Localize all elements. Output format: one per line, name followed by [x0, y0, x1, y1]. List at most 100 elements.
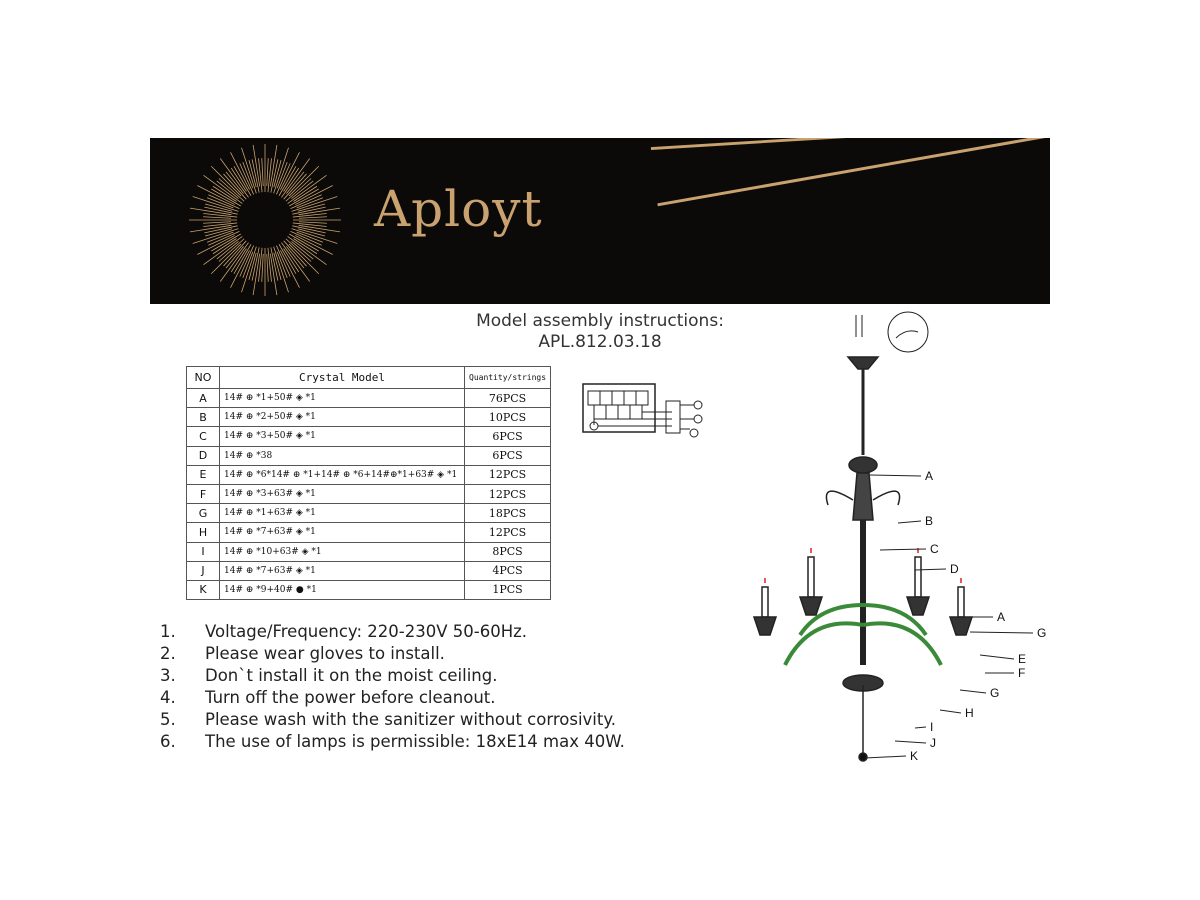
- row-model: 14# ⊕ *6*14# ⊕ *1+14# ⊕ *6+14#⊕*1+63# ◈ …: [219, 464, 465, 485]
- sun-ray: [206, 231, 234, 243]
- sun-ray: [230, 250, 250, 288]
- crystal-table: NO Crystal Model Quantity/strings A 14# ⊕…: [186, 366, 552, 601]
- row-model: 14# ⊕ *10+63# ◈ *1: [219, 541, 465, 562]
- sun-ray: [225, 171, 244, 194]
- sun-ray: [216, 241, 239, 260]
- row-qty: 8PCS: [463, 541, 552, 562]
- row-no: A: [186, 387, 220, 409]
- sun-ray: [241, 147, 257, 194]
- sun-ray: [208, 194, 240, 209]
- row-qty: 6PCS: [463, 445, 552, 466]
- sun-ray: [266, 158, 269, 187]
- leader-line: [969, 631, 1034, 634]
- part-label: G: [990, 686, 999, 700]
- sun-ray: [276, 161, 288, 189]
- model-number: APL.812.03.18: [538, 332, 662, 352]
- item-number: 3.: [160, 666, 176, 685]
- sun-ray: [281, 242, 310, 282]
- leader-line: [914, 568, 947, 571]
- sun-ray: [283, 167, 300, 192]
- instruction-item: 5.Please wash with the sanitizer without…: [160, 710, 625, 732]
- sun-ray: [203, 236, 243, 265]
- row-no: D: [186, 445, 220, 466]
- sun-ray: [292, 222, 327, 227]
- row-model: 14# ⊕ *7+63# ◈ *1: [219, 522, 465, 543]
- sun-ray: [273, 252, 282, 280]
- instruction-item: 6. The use of lamps is permissible: 18xE1…: [160, 732, 625, 754]
- sun-ray: [286, 171, 305, 194]
- sun-ray: [292, 213, 327, 218]
- sun-ray: [242, 251, 254, 279]
- leader-line: [939, 709, 962, 714]
- sun-ray: [269, 144, 278, 187]
- sun-ray: [298, 221, 327, 224]
- sun-ray: [288, 243, 320, 275]
- sun-ray: [289, 188, 319, 207]
- sun-ray: [216, 180, 239, 199]
- sun-ray: [204, 225, 238, 234]
- row-no: H: [186, 522, 220, 543]
- wiring-diagram: [582, 383, 703, 438]
- sun-ray: [258, 158, 263, 193]
- sun-ray: [280, 152, 300, 190]
- sun-ray: [281, 158, 310, 198]
- sun-ray: [233, 244, 252, 274]
- sun-ray: [241, 246, 257, 293]
- row-no: C: [186, 426, 220, 447]
- item-text: The use of lamps is permissible: 18xE14 …: [205, 732, 625, 751]
- sun-ray: [218, 238, 245, 262]
- sun-ray: [292, 225, 326, 234]
- row-qty: 10PCS: [463, 407, 552, 428]
- part-label: H: [965, 706, 974, 720]
- sun-ray: [267, 247, 272, 282]
- table-header: NO Crystal Model Quantity/strings: [186, 366, 552, 389]
- instruction-item: 3.Don`t install it on the moist ceiling.: [160, 666, 625, 688]
- leader-line: [879, 548, 927, 551]
- part-label: J: [930, 736, 936, 750]
- title-line: Model assembly instructions:: [476, 311, 724, 331]
- sun-ray: [290, 194, 322, 209]
- sun-ray: [270, 247, 279, 281]
- item-text: Please wear gloves to install.: [205, 644, 445, 663]
- sun-ray: [273, 160, 282, 188]
- item-text: Turn off the power before cleanout.: [205, 688, 496, 707]
- leader-line: [959, 689, 987, 694]
- item-number: 6.: [160, 732, 176, 751]
- sun-ray: [211, 233, 241, 252]
- sun-ray: [205, 203, 233, 212]
- sun-ray: [225, 246, 244, 269]
- sun-ray: [233, 166, 252, 196]
- sun-ray: [291, 228, 338, 244]
- sun-ray: [267, 158, 272, 193]
- sun-ray: [205, 228, 233, 237]
- brand-banner: Aployt: [150, 138, 1050, 304]
- part-label: C: [930, 542, 939, 556]
- sun-ray: [230, 152, 250, 190]
- item-text: Voltage/Frequency: 220-230V 50-60Hz.: [205, 622, 528, 641]
- sun-ray: [296, 231, 324, 243]
- sun-ray: [280, 250, 300, 288]
- sun-ray: [248, 252, 257, 280]
- row-no: I: [186, 541, 220, 562]
- leader-line: [894, 740, 927, 744]
- sun-ray: [197, 185, 235, 205]
- sun-ray: [204, 206, 238, 215]
- sun-ray: [285, 238, 312, 262]
- sun-ray: [291, 241, 314, 260]
- sun-ray: [248, 160, 257, 188]
- row-qty: 76PCS: [463, 387, 552, 409]
- row-model: 14# ⊕ *7+63# ◈ *1: [219, 560, 465, 581]
- part-label: E: [1018, 652, 1026, 666]
- row-model: 14# ⊕ *1+63# ◈ *1: [219, 503, 465, 524]
- sun-ray: [230, 167, 247, 192]
- sun-ray: [290, 231, 322, 246]
- item-number: 4.: [160, 688, 176, 707]
- sun-ray: [292, 206, 326, 215]
- header-model: Crystal Model: [219, 366, 465, 389]
